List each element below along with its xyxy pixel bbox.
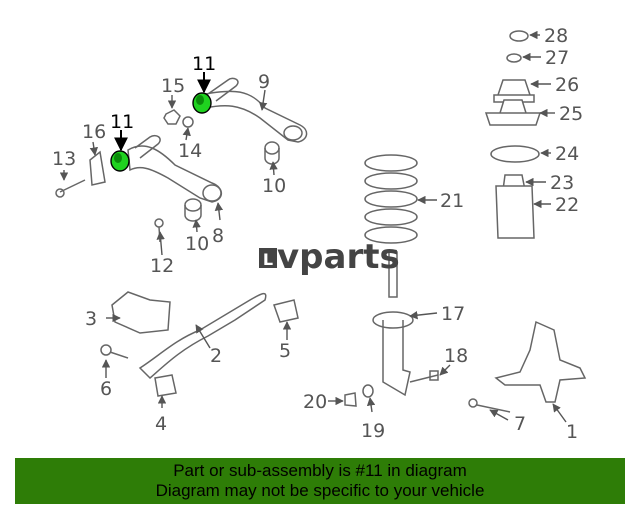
callout-19: 19 (361, 420, 385, 442)
callout-25: 25 (559, 103, 583, 125)
callout-3: 3 (85, 308, 97, 330)
part-3-mount[interactable] (111, 291, 171, 334)
part-1-knuckle[interactable] (494, 320, 587, 403)
part-20-cap[interactable] (344, 392, 357, 407)
callout-14: 14 (178, 140, 202, 162)
callout-20: 20 (303, 391, 327, 413)
callout-18: 18 (444, 345, 468, 367)
part-8-lower-arm[interactable] (127, 134, 223, 203)
part-15-nut[interactable] (163, 109, 181, 125)
callout-15: 15 (161, 75, 185, 97)
part-12-bolt[interactable] (154, 218, 164, 243)
part-22-boot[interactable] (495, 185, 535, 239)
part-24-bearing[interactable] (490, 145, 540, 163)
callout-4: 4 (155, 413, 167, 435)
part-6-bolt[interactable] (100, 344, 129, 359)
callout-17: 17 (441, 303, 465, 325)
parts-diagram: L vparts 1 2 3 4 5 6 7 8 9 10 10 11 11 1… (52, 25, 587, 443)
callout-28: 28 (544, 25, 568, 47)
part-4-bushing[interactable] (154, 374, 177, 397)
callout-26: 26 (555, 74, 579, 96)
part-26-mount[interactable] (493, 79, 535, 103)
part-11-bushing-lower[interactable] (110, 150, 130, 172)
part-9-upper-arm[interactable] (198, 77, 308, 143)
callout-5: 5 (279, 340, 291, 362)
part-10-bushing-upper[interactable] (264, 141, 280, 165)
callout-23: 23 (550, 172, 574, 194)
callout-2: 2 (210, 345, 222, 367)
part-7-bolt[interactable] (468, 398, 511, 413)
svg-text:L: L (263, 250, 273, 269)
callout-11-upper: 11 (192, 53, 216, 75)
part-5-bushing[interactable] (273, 299, 299, 323)
callout-13: 13 (52, 148, 76, 170)
callout-6: 6 (100, 378, 112, 400)
watermark-logo: L vparts (259, 237, 400, 277)
part-27-nut[interactable] (506, 53, 522, 63)
callout-22: 22 (555, 194, 579, 216)
banner-line-2: Diagram may not be specific to your vehi… (155, 481, 485, 500)
callout-labels: 1 2 3 4 5 6 7 8 9 10 10 11 11 12 13 14 1… (52, 25, 583, 443)
part-16-bracket[interactable] (89, 150, 106, 186)
callout-11-lower: 11 (110, 111, 134, 133)
part-18-bolt[interactable] (409, 370, 439, 383)
part-14-washer[interactable] (182, 116, 194, 128)
info-banner: Part or sub-assembly is #11 in diagram D… (15, 458, 625, 504)
callout-10-lower: 10 (185, 233, 209, 255)
callout-10-upper: 10 (262, 175, 286, 197)
part-11-bushing-upper[interactable] (192, 92, 212, 114)
callout-7: 7 (514, 413, 526, 435)
part-17-strut[interactable] (372, 251, 414, 397)
callout-12: 12 (150, 255, 174, 277)
callout-21: 21 (440, 190, 464, 212)
part-10-bushing-lower[interactable] (184, 198, 202, 222)
callout-9: 9 (258, 71, 270, 93)
callout-16: 16 (82, 121, 106, 143)
banner-line-1: Part or sub-assembly is #11 in diagram (173, 461, 467, 480)
callout-1: 1 (566, 421, 578, 443)
part-25-seat[interactable] (484, 99, 542, 126)
callout-27: 27 (545, 47, 569, 69)
callout-24: 24 (555, 143, 579, 165)
svg-text:vparts: vparts (277, 237, 400, 277)
callout-8: 8 (212, 225, 224, 247)
part-21-coil-spring[interactable] (364, 154, 418, 244)
part-28-cap[interactable] (509, 30, 529, 42)
part-13-bolt[interactable] (55, 179, 86, 198)
part-19-nut[interactable] (362, 384, 374, 398)
